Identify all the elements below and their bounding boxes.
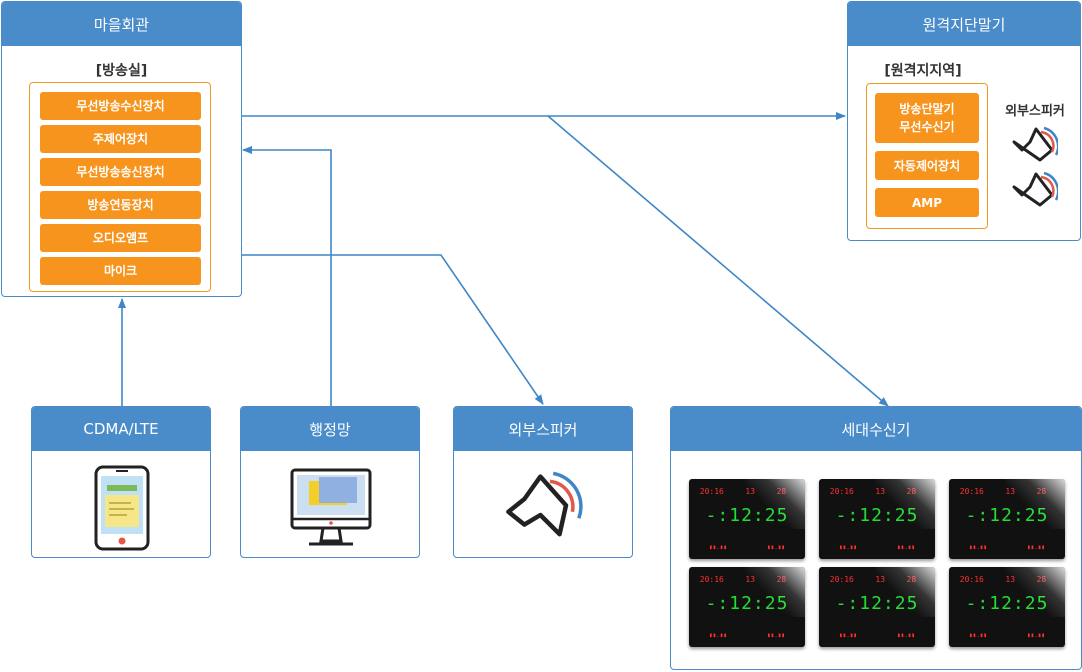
remote-area-label: [원격지지역] bbox=[884, 63, 962, 79]
speaker-icon bbox=[506, 471, 583, 537]
cdma-lte-title: CDMA/LTE bbox=[32, 407, 210, 451]
device-auto-controller: 자동제어장치 bbox=[875, 151, 979, 180]
led-clock-receiver: 20:161328 -:12:25 ▮▮.▮▮▮▮.▮▮ bbox=[819, 567, 935, 647]
household-receiver-title: 세대수신기 bbox=[671, 407, 1081, 451]
led-clock-receiver: 20:161328 -:12:25 ▮▮.▮▮▮▮.▮▮ bbox=[689, 479, 805, 559]
device-main-controller: 주제어장치 bbox=[40, 125, 201, 153]
led-clock-receiver: 20:161328 -:12:25 ▮▮.▮▮▮▮.▮▮ bbox=[689, 567, 805, 647]
broadcast-room-label: [방송실] bbox=[95, 63, 148, 79]
device-broadcast-link: 방송연동장치 bbox=[40, 191, 201, 219]
village-hall-box: 마을회관 [방송실] 무선방송수신장치 주제어장치 무선방송송신장치 방송연동장… bbox=[1, 1, 242, 297]
admin-network-box: 행정망 bbox=[240, 406, 420, 558]
arrow-to-household-receiver bbox=[547, 115, 889, 407]
household-receiver-box: 세대수신기 20:161328 -:12:25 ▮▮.▮▮▮▮.▮▮ 20:16… bbox=[670, 406, 1082, 670]
admin-network-title: 행정망 bbox=[241, 407, 419, 451]
remote-terminal-box: 원격지단말기 [원격지지역] 방송단말기 무선수신기 자동제어장치 AMP 외부… bbox=[847, 1, 1081, 241]
smartphone-icon bbox=[94, 465, 150, 551]
external-speaker-title: 외부스피커 bbox=[454, 407, 632, 451]
village-hall-title: 마을회관 bbox=[2, 2, 241, 46]
device-amp: AMP bbox=[875, 188, 979, 217]
led-clock-receiver: 20:161328 -:12:25 ▮▮.▮▮▮▮.▮▮ bbox=[949, 479, 1065, 559]
speaker-icon bbox=[1012, 126, 1058, 162]
device-wireless-broadcast-receiver: 무선방송수신장치 bbox=[40, 92, 201, 120]
device-microphone: 마이크 bbox=[40, 257, 201, 285]
led-clock-receiver: 20:161328 -:12:25 ▮▮.▮▮▮▮.▮▮ bbox=[949, 567, 1065, 647]
broadcast-room-panel: 무선방송수신장치 주제어장치 무선방송송신장치 방송연동장치 오디오앰프 마이크 bbox=[29, 82, 211, 292]
device-wireless-broadcast-transmitter: 무선방송송신장치 bbox=[40, 158, 201, 186]
device-broadcast-terminal: 방송단말기 무선수신기 bbox=[875, 93, 979, 143]
device-audio-amp: 오디오앰프 bbox=[40, 224, 201, 252]
monitor-icon bbox=[290, 468, 372, 546]
led-clock-receiver: 20:161328 -:12:25 ▮▮.▮▮▮▮.▮▮ bbox=[819, 479, 935, 559]
arrow-to-external-speaker bbox=[242, 254, 544, 405]
remote-terminal-title: 원격지단말기 bbox=[848, 2, 1080, 46]
speaker-icon bbox=[1012, 171, 1058, 207]
remote-area-panel: 방송단말기 무선수신기 자동제어장치 AMP bbox=[866, 83, 988, 229]
external-speaker-box: 외부스피커 bbox=[453, 406, 633, 558]
arrow-from-admin-network bbox=[242, 146, 332, 406]
cdma-lte-box: CDMA/LTE bbox=[31, 406, 211, 558]
remote-speaker-label: 외부스피커 bbox=[1005, 104, 1065, 119]
